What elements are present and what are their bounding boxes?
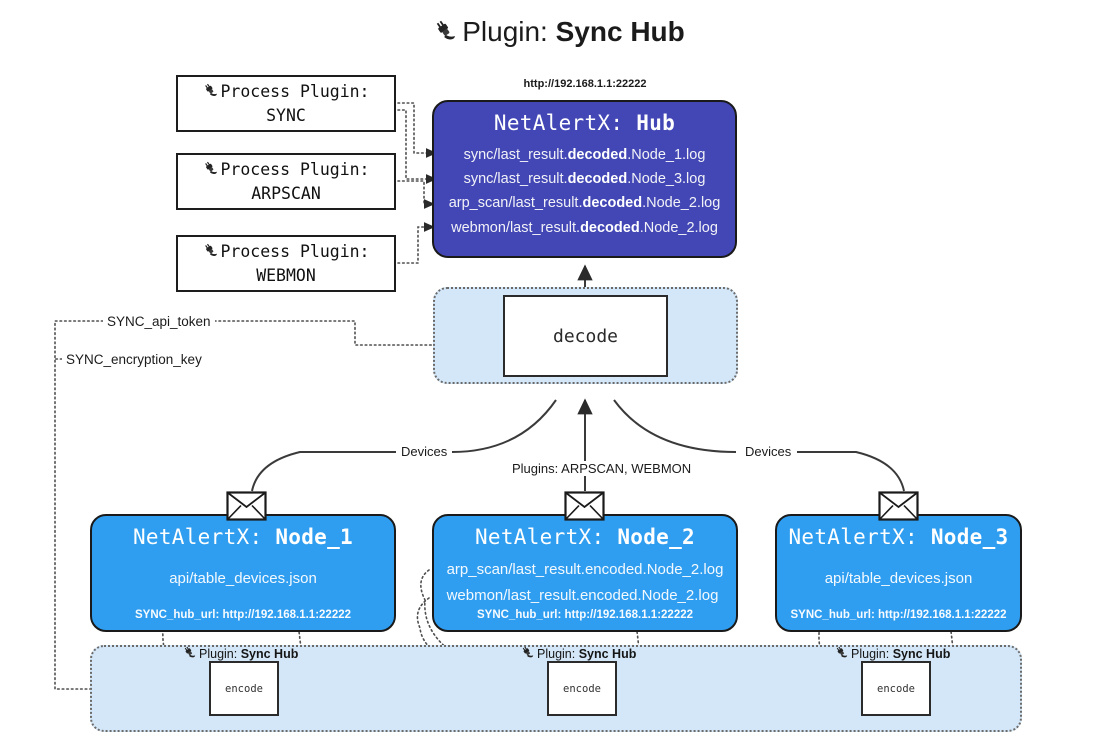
encode-box-node-2[interactable]: encode <box>547 661 617 716</box>
plugin-caption-prefix: Plugin: <box>851 647 893 661</box>
plugin-caption-prefix: Plugin: <box>537 647 579 661</box>
plug-icon <box>834 645 849 663</box>
edge-node3-to-decode-a <box>797 451 905 492</box>
plugin-caption-1: Plugin: Sync Hub <box>182 645 298 663</box>
plug-icon <box>520 645 535 663</box>
netalertx-node-2[interactable]: NetAlertX: Node_2 arp_scan/last_result.e… <box>432 514 738 632</box>
plugin-caption-name: Sync Hub <box>578 647 637 661</box>
edge-webmon-to-hub-log4 <box>397 222 436 264</box>
hub-node[interactable]: NetAlertX: Hub sync/last_result.decoded.… <box>432 100 737 258</box>
process-plugin-sync-line1: Process Plugin: <box>202 81 370 105</box>
node-2-lines: arp_scan/last_result.encoded.Node_2.log … <box>447 557 724 610</box>
plug-icon <box>202 160 219 183</box>
hub-log-line-3: arp_scan/last_result.decoded.Node_2.log <box>448 195 721 212</box>
process-plugin-label: Process Plugin: <box>220 82 370 102</box>
plugin-caption-3: Plugin: Sync Hub <box>834 645 950 663</box>
edge-node1-to-decode-a <box>251 451 396 492</box>
page-title-name: Sync Hub <box>555 16 685 47</box>
node-1-title: NetAlertX: Node_1 <box>132 525 354 549</box>
decode-box[interactable]: decode <box>503 295 668 377</box>
devices-label-left: Devices <box>396 444 453 459</box>
process-plugin-sync-box[interactable]: Process Plugin: SYNC <box>176 75 396 132</box>
hub-log-line-1: sync/last_result.decoded.Node_1.log <box>463 147 706 163</box>
encode-box-node-1[interactable]: encode <box>209 661 279 716</box>
hub-url-label: http://192.168.1.1:22222 <box>523 78 647 90</box>
edge-node3-to-decode-b <box>613 399 737 453</box>
process-plugin-label: Process Plugin: <box>220 242 370 262</box>
process-plugin-arpscan-name: ARPSCAN <box>251 184 321 203</box>
plug-icon <box>202 82 219 105</box>
page-title: Plugin: Sync Hub <box>0 16 1117 51</box>
process-plugin-arpscan-box[interactable]: Process Plugin: ARPSCAN <box>176 153 396 210</box>
devices-label-right: Devices <box>740 444 797 459</box>
node-1-footer: SYNC_hub_url: http://192.168.1.1:22222 <box>134 609 352 621</box>
hub-title-prefix: NetAlertX: <box>493 111 637 135</box>
envelope-icon <box>226 491 267 521</box>
node-2-footer: SYNC_hub_url: http://192.168.1.1:22222 <box>476 609 694 621</box>
node-2-line-2: webmon/last_result.encoded.Node_2.log <box>446 587 719 605</box>
plug-icon <box>182 645 197 663</box>
plugin-caption-name: Sync Hub <box>240 647 299 661</box>
process-plugin-webmon-line1: Process Plugin: <box>202 241 370 265</box>
envelope-icon <box>878 491 919 521</box>
node-3-title: NetAlertX: Node_3 <box>788 525 1009 549</box>
node-2-title: NetAlertX: Node_2 <box>474 525 696 549</box>
hub-title-name: Hub <box>636 111 676 135</box>
envelope-icon <box>564 491 605 521</box>
netalertx-node-1[interactable]: NetAlertX: Node_1 api/table_devices.json… <box>90 514 396 632</box>
plugin-caption-name: Sync Hub <box>892 647 951 661</box>
process-plugin-sync-name: SYNC <box>266 106 306 125</box>
plug-icon <box>432 18 458 51</box>
encode-box-node-3[interactable]: encode <box>861 661 931 716</box>
process-plugin-label: Process Plugin: <box>220 160 370 180</box>
node-1-line-1: api/table_devices.json <box>169 570 317 587</box>
process-plugin-webmon-name: WEBMON <box>256 266 316 285</box>
process-plugin-webmon-box[interactable]: Process Plugin: WEBMON <box>176 235 396 292</box>
hub-log-line-2: sync/last_result.decoded.Node_3.log <box>463 171 706 188</box>
node-2-line-1: arp_scan/last_result.encoded.Node_2.log <box>446 561 724 578</box>
edge-arpscan-to-hub-log3 <box>397 180 436 209</box>
node-3-line-1: api/table_devices.json <box>824 570 973 587</box>
sync-encryption-key-label: SYNC_encryption_key <box>62 352 206 367</box>
plug-icon <box>202 242 219 265</box>
page-title-prefix: Plugin: <box>462 16 556 47</box>
edge-node1-to-decode-b <box>451 399 557 453</box>
node-3-footer: SYNC_hub_url: http://192.168.1.1:22222 <box>790 609 1007 621</box>
sync-api-token-label: SYNC_api_token <box>103 314 215 329</box>
node-1-title-name: Node_1 <box>275 525 354 549</box>
plugin-caption-2: Plugin: Sync Hub <box>520 645 636 663</box>
plugins-label: Plugins: ARPSCAN, WEBMON <box>507 461 697 476</box>
hub-log-line-4: webmon/last_result.decoded.Node_2.log <box>451 219 718 236</box>
edge-api-token-to-strip <box>54 320 128 694</box>
netalertx-node-3[interactable]: NetAlertX: Node_3 api/table_devices.json… <box>775 514 1022 632</box>
node-3-title-name: Node_3 <box>930 525 1009 549</box>
edge-sync-to-hub-log2 <box>397 109 438 184</box>
hub-title: NetAlertX: Hub <box>494 111 675 135</box>
node-2-title-name: Node_2 <box>617 525 696 549</box>
edge-sync-to-hub-log1 <box>397 102 438 158</box>
process-plugin-arpscan-line1: Process Plugin: <box>202 159 370 183</box>
plugin-caption-prefix: Plugin: <box>199 647 241 661</box>
